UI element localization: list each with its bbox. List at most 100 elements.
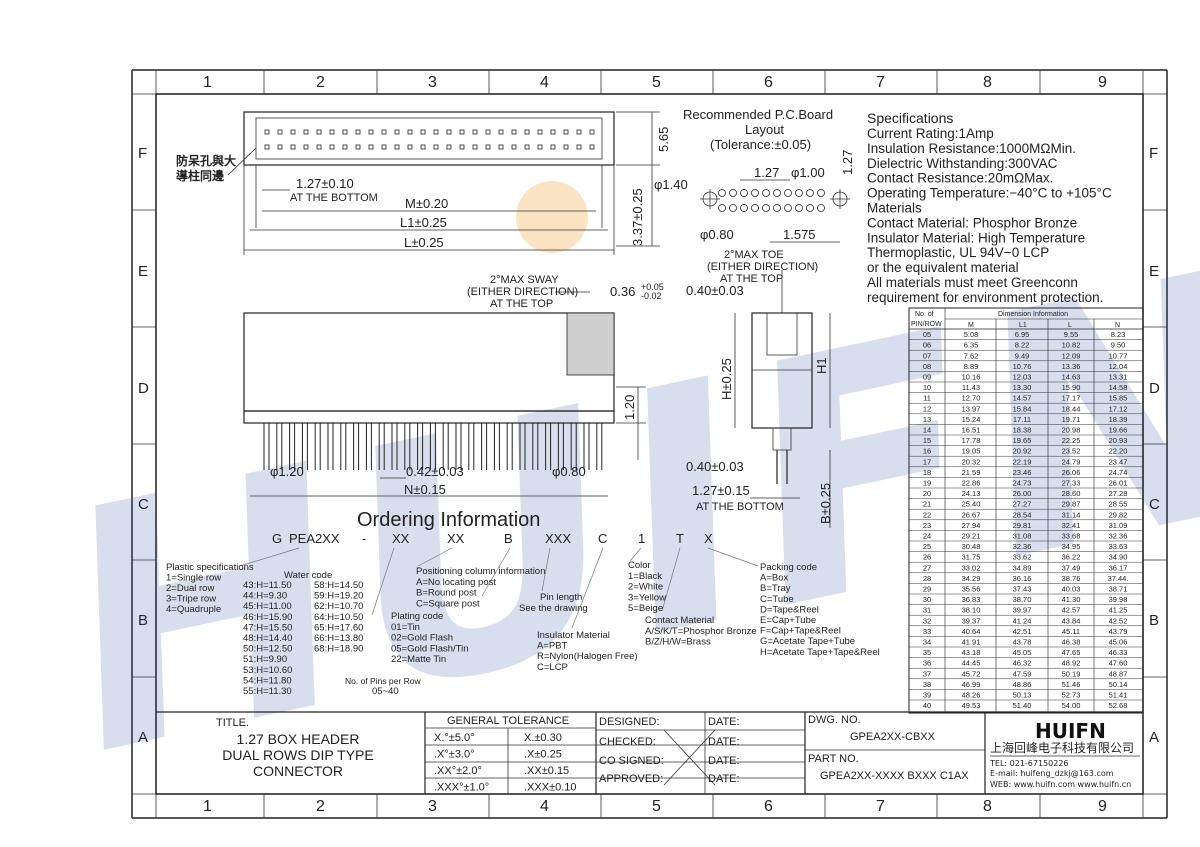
table-cell: 51.40 [1013,701,1032,710]
table-cell: 15 [923,436,931,445]
option-item: 62:H=10.70 [314,601,363,612]
table-cell: 14.57 [1013,394,1032,403]
table-cell: 31.09 [1109,521,1128,530]
top-pin [498,144,504,150]
side-view: 2°MAX TOE (EITHER DIRECTION) AT THE TOP … [686,249,833,528]
order-code-segment: - [362,531,366,546]
top-pin [576,144,582,150]
tail-tol-dn: -0.02 [641,291,662,301]
table-cell: 36 [923,659,931,668]
table-cell: 29.82 [1109,510,1128,519]
table-cell: 18.39 [1109,415,1128,424]
col-label-top: 1 [203,74,212,91]
top-pin [433,129,439,135]
top-pin [264,129,270,135]
option-item: A=PBT [537,641,568,652]
top-pin [485,144,491,150]
col-label-top: 6 [764,74,773,91]
table-cell: 40 [923,701,931,710]
table-cell: 47.65 [1062,648,1081,657]
spec-line: Contact Resistance:20mΩMax. [867,171,1053,186]
top-dim-m: M±0.20 [405,196,448,211]
dwg-no: GPEA2XX-CBXX [850,731,936,743]
order-code-segment: XXX [545,531,571,546]
option-item: 01=Tin [391,622,420,633]
spec-line: Contact Material: Phosphor Bronze [867,215,1077,230]
pcb-d-pitch-v: 1.27 [840,150,855,175]
table-cell: 48.87 [1109,669,1128,678]
table-cell: 35.56 [962,585,981,594]
option-item: 53:H=10.60 [243,665,292,676]
toe-3: AT THE TOP [720,273,783,285]
table-cell: 38.71 [1109,585,1128,594]
option-item: 1=Single row [166,573,221,584]
title-line: 1.27 BOX HEADER [237,731,360,747]
side-dim-pitch: 1.27±0.15 [692,483,750,498]
option-item: 3=Yellow [628,592,666,603]
table-h-pinrow: PIN/ROW [911,321,942,328]
tolerance-rows: X.°±5.0°X.±0.30.X°±3.0°.X±0.25.XX°±2.0°.… [434,732,577,794]
part-label: PART NO. [808,753,859,765]
table-cell: 15.24 [962,415,981,424]
option-item: 58:H=14.50 [314,580,363,591]
pcb-hole [795,189,803,197]
table-cell: 29.87 [1062,500,1081,509]
table-col-head: N [1115,322,1120,329]
pcb-hole [762,204,770,212]
table-cell: 37 [923,669,931,678]
order-code-segment: T [676,531,684,546]
table-cell: 29.21 [962,532,981,541]
table-cell: 32.36 [1109,532,1128,541]
spec-line: All materials must meet Greenconn [867,275,1078,290]
table-cell: 25.40 [962,500,981,509]
table-cell: 52.73 [1062,691,1081,700]
top-pin [342,144,348,150]
option-title: Contact Material [645,615,714,626]
table-cell: 28.55 [1109,500,1128,509]
table-cell: 18.38 [1013,426,1032,435]
top-pin [394,129,400,135]
logo: HUIFN [1035,719,1106,743]
table-cell: 13.30 [1013,383,1032,392]
top-pin [537,144,543,150]
specifications: Specifications Current Rating:1AmpInsula… [867,110,1112,305]
pcb-hole-grid [718,189,825,212]
side-dim-pitch-note: AT THE BOTTOM [696,501,784,513]
col-label-bottom: 5 [652,798,661,815]
table-cell: 19.66 [1109,426,1128,435]
table-cell: 42.52 [1109,616,1128,625]
option-item: G=Acetate Tape+Tube [760,636,855,647]
order-code-segment: C [598,531,607,546]
table-cell: 39.37 [962,616,981,625]
table-cell: 19 [923,479,931,488]
top-pin [355,129,361,135]
table-cell: 23.47 [1109,457,1128,466]
table-cell: 09 [923,373,931,382]
top-dim-pitch: 1.27±0.10 [296,176,354,191]
pcb-hole [806,204,814,212]
table-cell: 13 [923,415,931,424]
table-cell: 46.32 [1013,659,1032,668]
top-pin [563,144,569,150]
table-cell: 33.63 [1109,542,1128,551]
option-item: 1=Black [628,571,662,582]
table-col-head: L1 [1019,322,1027,329]
pcb-hole [729,189,737,197]
side-dim-h1: H1 [814,357,829,374]
table-cell: 5.08 [964,330,979,339]
table-cell: 27.94 [962,521,981,530]
top-dim-l: L±0.25 [404,235,444,250]
table-cell: 17.11 [1013,415,1031,424]
option-title: Packing code [760,562,817,573]
table-cell: 48.86 [1013,680,1032,689]
table-cell: 14.58 [1109,383,1128,392]
top-pin [459,144,465,150]
pcb-hole [718,189,726,197]
pcb-hole [784,204,792,212]
table-cell: 12.03 [1013,373,1032,382]
table-cell: 6.95 [1015,330,1030,339]
table-cell: 19.05 [962,447,981,456]
top-pin [485,129,491,135]
